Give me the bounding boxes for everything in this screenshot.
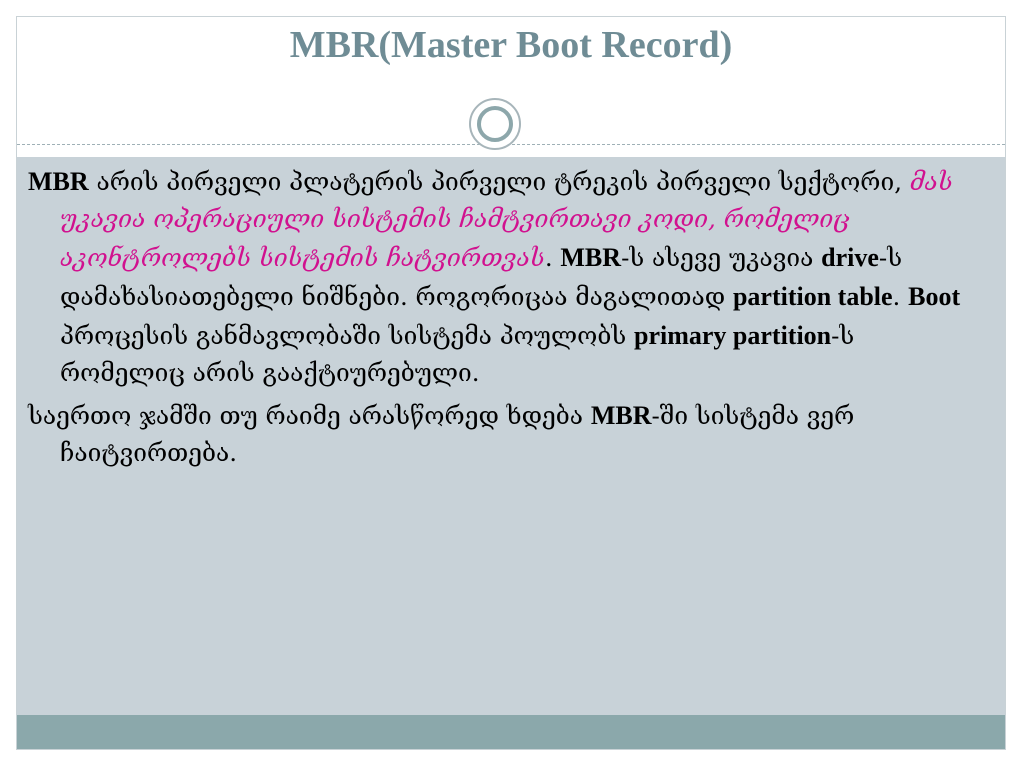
text-segment: -ს დამახასიათებელი ნიშნები. როგორიცაა მა… — [60, 242, 903, 311]
text-segment: . — [892, 281, 909, 311]
content-panel — [17, 157, 1005, 715]
slide-body: MBR არის პირველი პლატერის პირველი ტრეკის… — [28, 162, 968, 475]
text-segment: არის პირველი პლატერის პირველი ტრეკის პირ… — [88, 167, 910, 196]
term-boot: Boot — [908, 281, 961, 311]
title-divider — [17, 144, 1005, 145]
text-segment: -ში სისტემა ვერ ჩაიტვირთება. — [60, 400, 855, 467]
circle-ornament-icon — [469, 98, 521, 150]
footer-bar — [17, 715, 1005, 749]
term-mbr: MBR — [590, 400, 652, 430]
highlighted-phrase: მას უკავია ოპერაციული სისტემის ჩამტვირთა… — [60, 167, 953, 272]
text-segment: -ს რომელიც არის გააქტიურებული. — [60, 320, 855, 387]
paragraph-mbr-failure: საერთო ჯამში თუ რაიმე არასწორედ ხდება MB… — [28, 396, 968, 472]
circle-ornament-ring — [477, 106, 513, 142]
text-segment: საერთო ჯამში თუ რაიმე არასწორედ ხდება — [28, 400, 591, 430]
text-segment: -ს ასევე უკავია — [621, 242, 822, 272]
text-segment: პროცესის განმავლობაში სისტემა პოულობს — [60, 320, 634, 350]
term-partition-table: partition table — [732, 281, 893, 311]
term-mbr: MBR — [560, 242, 622, 272]
text-segment: . — [544, 242, 561, 272]
term-primary-partition: primary partition — [633, 320, 832, 350]
paragraph-mbr-definition: MBR არის პირველი პლატერის პირველი ტრეკის… — [28, 162, 968, 392]
page-title: MBR(Master Boot Record) — [289, 24, 733, 66]
term-drive: drive — [821, 242, 879, 272]
term-mbr: MBR — [28, 167, 89, 196]
